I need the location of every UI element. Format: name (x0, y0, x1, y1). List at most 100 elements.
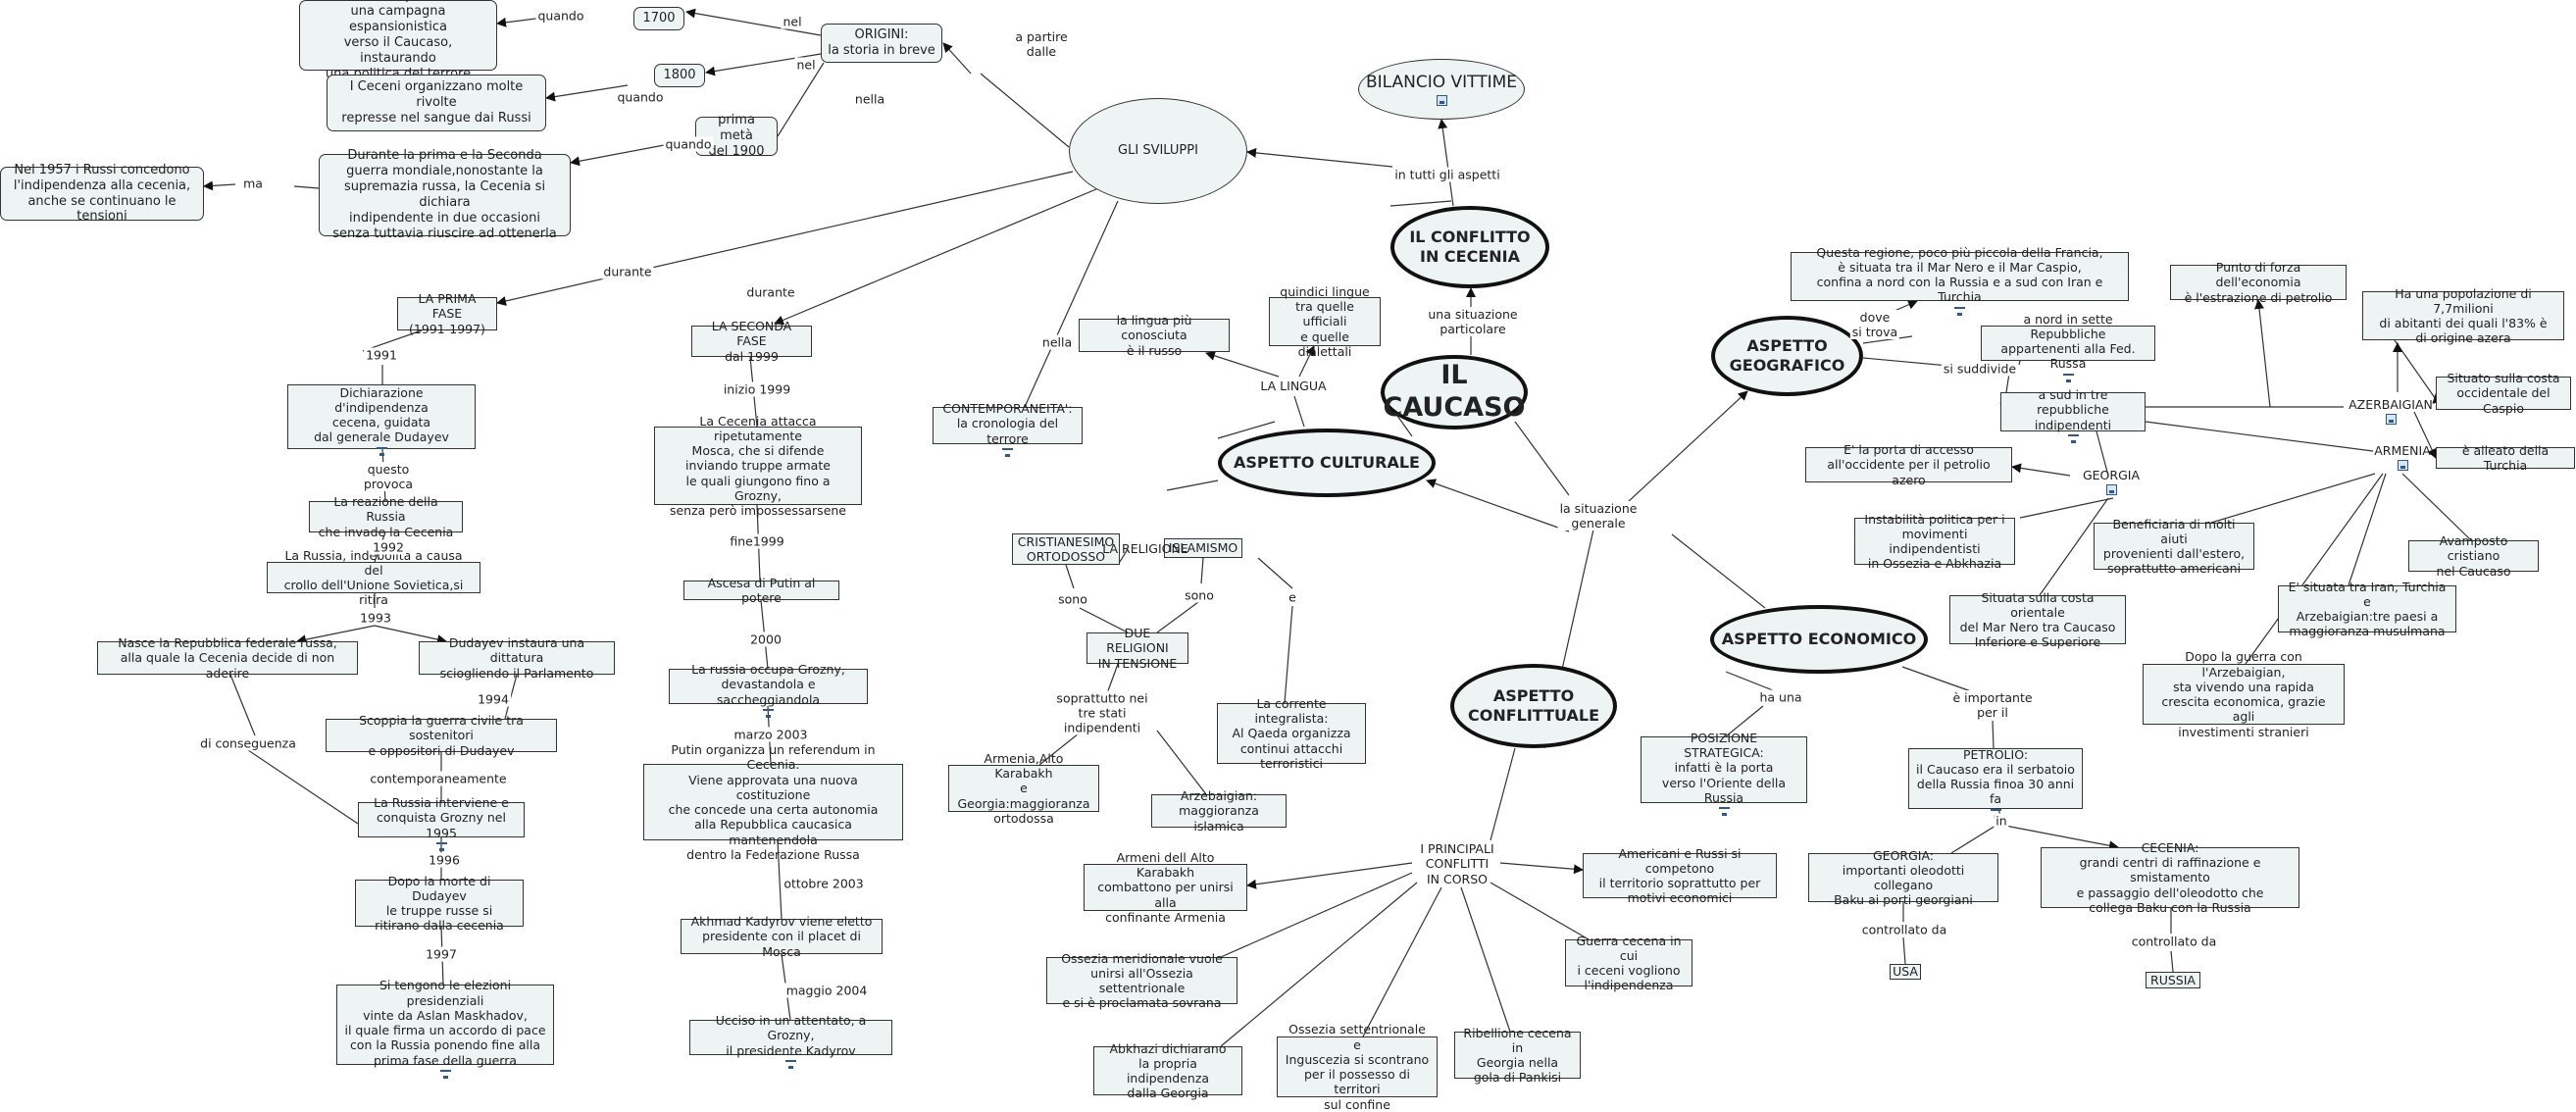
node-beneficiaria[interactable]: Beneficiaria di molti aiuti provenienti … (2094, 517, 2254, 576)
node-punto-forza[interactable]: Punto di forza dell'economia è l'estrazi… (2170, 260, 2347, 305)
node-cristianesimo[interactable]: CRISTIANESIMO ORTODOSSO (1012, 533, 1120, 565)
image-link-icon[interactable] (785, 1059, 796, 1069)
image-link-icon[interactable] (1990, 808, 2001, 818)
node-geografico[interactable]: ASPETTO GEOGRAFICO (1711, 316, 1863, 396)
link-label: maggio 2004 (783, 983, 870, 998)
image-link-icon[interactable] (435, 841, 447, 851)
node-ossezia-set[interactable]: Ossezia settentrionale e Inguscezia si s… (1277, 1022, 1438, 1112)
node-lingua-conosc[interactable]: la lingua più conosciuta è il russo (1079, 313, 1230, 358)
node-quindici[interactable]: quindici lingue tra quelle ufficiali e q… (1269, 284, 1381, 359)
node-petrolio[interactable]: PETROLIO: il Caucaso era il serbatoio de… (1908, 747, 2083, 818)
node-contemporaneita[interactable]: CONTEMPORANEITA': la cronologia del terr… (933, 401, 1083, 457)
node-label: E' situata tra Iran, Turchia e Arzebaigi… (2288, 579, 2447, 639)
node-armenia-kar[interactable]: Armenia,Alto Karabakh e Georgia:maggiora… (948, 751, 1099, 826)
node-economico[interactable]: ASPETTO ECONOMICO (1710, 605, 1928, 674)
node-questa-regione[interactable]: Questa regione, poco più piccola della F… (1791, 245, 2129, 316)
node-nasce[interactable]: Nasce la Repubblica federale russa, alla… (97, 635, 358, 681)
node-ascesa[interactable]: Ascesa di Putin al potere (683, 576, 839, 605)
node-guerra-cecena[interactable]: Guerra cecena in cui i ceceni vogliono l… (1565, 934, 1692, 992)
connector-line (1460, 886, 1511, 1033)
node-corrente[interactable]: La corrente integralista: Al Qaeda organ… (1217, 696, 1366, 771)
node-bilancio[interactable]: BILANCIO VITTIME (1358, 59, 1525, 120)
node-due-religioni[interactable]: DUE RELIGIONI IN TENSIONE (1086, 626, 1188, 671)
node-nel1957[interactable]: Nel 1957 i Russi concedono l'indipendenz… (0, 163, 204, 224)
node-cecenia-att[interactable]: La Cecenia attacca ripetutamente Mosca, … (654, 414, 862, 518)
connector-line (1992, 720, 1995, 749)
node-ossezia-mer[interactable]: Ossezia meridionale vuole unirsi all'Oss… (1046, 951, 1237, 1010)
node-situata-mar[interactable]: Situata sulla costa orientale del Mar Ne… (1949, 590, 2126, 649)
node-porta[interactable]: E' la porta di accesso all'occidente per… (1805, 442, 2012, 487)
node-russia-occ[interactable]: La russia occupa Grozny, devastandola e … (669, 662, 868, 718)
node-caucaso[interactable]: IL CAUCASO (1381, 355, 1528, 430)
node-situata-iran[interactable]: E' situata tra Iran, Turchia e Arzebaigi… (2278, 580, 2456, 638)
node-putin-ref[interactable]: Putin organizza un referendum in Cecenia… (643, 742, 903, 862)
node-abkhazi[interactable]: Abkhazi dichiarano la propria indipenden… (1093, 1041, 1242, 1100)
node-sud-tre[interactable]: a sud in tre repubbliche indipendenti (2000, 387, 2146, 443)
image-link-icon[interactable] (1002, 447, 1013, 457)
node-la-lingua[interactable]: LA LINGUA (1254, 377, 1333, 396)
node-label: Putin organizza un referendum in Cecenia… (668, 742, 879, 862)
node-armeni[interactable]: Armeni dell Alto Karabakh combattono per… (1084, 850, 1247, 925)
node-la-religione[interactable]: LA RELIGIONE (1096, 539, 1194, 559)
node-elezioni[interactable]: Si tengono le elezioni presidenziali vin… (336, 978, 554, 1079)
node-primafase[interactable]: LA PRIMA FASE (1991-1997) (397, 291, 497, 336)
node-scoppia[interactable]: Scoppia la guerra civile tra sostenitori… (326, 713, 557, 758)
node-russia-box[interactable]: RUSSIA (2146, 972, 2200, 988)
node-label: Situato sulla costa occidentale del Casp… (2447, 371, 2560, 416)
node-georgia[interactable]: GEORGIA (2070, 465, 2152, 498)
image-link-icon[interactable] (2062, 373, 2074, 382)
node-conflittuale[interactable]: ASPETTO CONFLITTUALE (1450, 664, 1617, 748)
node-origini[interactable]: ORIGINI: la storia in breve (821, 24, 942, 63)
image-link-icon[interactable] (2067, 433, 2079, 443)
node-posizione[interactable]: POSIZIONE STRATEGICA: infatti è la porta… (1641, 731, 1807, 817)
node-secondafase[interactable]: LA SECONDA FASE dal 1999 (691, 319, 812, 364)
node-reazione[interactable]: La reazione della Russia che invade la C… (309, 494, 463, 539)
image-link-icon[interactable] (1718, 807, 1730, 817)
image-link-icon[interactable] (763, 708, 774, 718)
node-ceceni-org[interactable]: I Ceceni organizzano molte rivolte repre… (327, 75, 546, 131)
node-georgia-oleo[interactable]: GEORGIA: importanti oleodotti collegano … (1808, 848, 1998, 907)
node-americani[interactable]: Americani e Russi si competono il territ… (1583, 846, 1777, 905)
node-dichiarazione[interactable]: Dichiarazione d'indipendenza cecena, gui… (287, 384, 476, 456)
node-dudayev-dit[interactable]: Dudayev instaura una dittatura scioglien… (419, 635, 615, 681)
node-russia-interv[interactable]: La Russia interviene e conquista Grozny … (358, 795, 525, 851)
node-instabilita[interactable]: Instabilità politica per i movimenti ind… (1854, 512, 2015, 571)
node-popolazione[interactable]: Ha una popolazione di 7,7milioni di abit… (2362, 286, 2564, 345)
node-azerbaigian[interactable]: AZERBAIGIAN (2344, 391, 2438, 430)
node-sviluppi[interactable]: GLI SVILUPPI (1069, 98, 1247, 204)
node-nord-sette[interactable]: a nord in sette Repubbliche appartenenti… (1981, 312, 2155, 382)
node-principali[interactable]: I PRINCIPALI CONFLITTI IN CORSO (1395, 840, 1519, 887)
node-ucciso[interactable]: Ucciso in un attentato, a Grozny, il pre… (689, 1013, 892, 1069)
connector-line (2348, 473, 2387, 586)
image-link-icon[interactable] (439, 1069, 451, 1079)
image-link-icon[interactable] (376, 446, 387, 456)
image-link-icon[interactable] (2397, 460, 2408, 472)
node-russia-indeb[interactable]: La Russia, indebolita a causa del crollo… (267, 548, 480, 607)
connector-line (777, 62, 825, 137)
node-alleato[interactable]: è alleato della Turchia (2436, 443, 2575, 473)
node-usa[interactable]: USA (1890, 964, 1921, 980)
node-label: Dichiarazione d'indipendenza cecena, gui… (314, 384, 449, 445)
node-label: Americani e Russi si competono il territ… (1598, 845, 1761, 906)
image-link-icon[interactable] (1436, 94, 1447, 106)
node-kadyrov[interactable]: Akhmad Kadyrov viene eletto presidente c… (681, 914, 883, 959)
node-r1700[interactable]: 1700 (633, 7, 684, 30)
image-link-icon[interactable] (2385, 414, 2397, 426)
node-r1800[interactable]: 1800 (654, 64, 705, 87)
node-russi-intra[interactable]: I Russi intraprendono una campagna espan… (299, 0, 497, 81)
connector-line (1293, 395, 1305, 428)
node-armenia[interactable]: ARMENIA (2368, 439, 2437, 475)
node-cecenia-raff[interactable]: CECENIA: grandi centri di raffinazione e… (2041, 840, 2299, 915)
node-costa-caspio[interactable]: Situato sulla costa occidentale del Casp… (2436, 371, 2571, 416)
node-ribellione[interactable]: Ribellione cecena in Georgia nella gola … (1454, 1026, 1581, 1085)
node-culturale[interactable]: ASPETTO CULTURALE (1218, 429, 1436, 497)
image-link-icon[interactable] (1954, 306, 1965, 316)
node-islamismo[interactable]: ISLAMISMO (1164, 538, 1242, 558)
node-durante-prima[interactable]: Durante la prima e la Seconda guerra mon… (319, 148, 571, 241)
image-link-icon[interactable] (2105, 484, 2117, 496)
node-arzebaigian-isl[interactable]: Arzebaigian: maggioranza islamica (1151, 788, 1287, 834)
node-avamposto[interactable]: Avamposto cristiano nel Caucaso (2408, 533, 2539, 579)
node-conflitto[interactable]: IL CONFLITTO IN CECENIA (1390, 206, 1549, 288)
node-dopo-morte[interactable]: Dopo la morte di Dudayev le truppe russe… (355, 874, 524, 933)
node-dopo-guerra[interactable]: Dopo la guerra con l'Arzebaigian, sta vi… (2143, 649, 2345, 739)
